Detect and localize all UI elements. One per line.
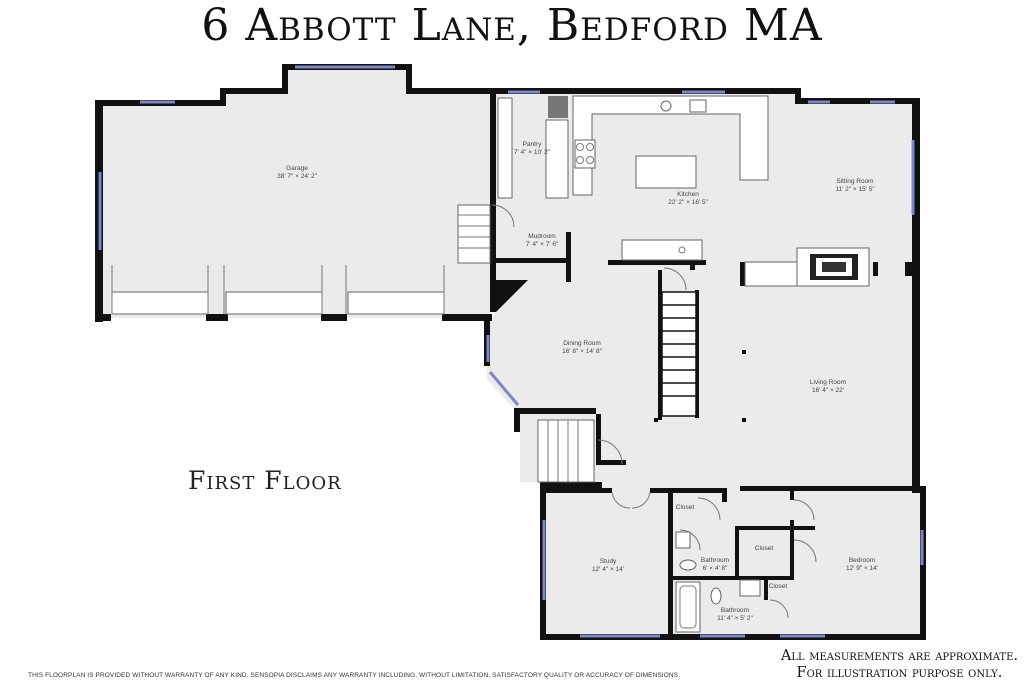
floor-fill xyxy=(100,68,920,635)
measurement-note: All measurements are approximate. For il… xyxy=(781,648,1018,682)
room-name-dining-room: Dining Room xyxy=(563,340,601,347)
floor-label: First Floor xyxy=(188,466,342,495)
garage-windows xyxy=(98,65,395,250)
room-dims-bathroom: 6' × 4' 8" xyxy=(703,565,729,572)
room-name-bathroom: Bathroom xyxy=(701,557,729,564)
room-name-living-room: Living Room xyxy=(810,379,846,386)
room-dims-bathroom: 11' 4" × 5' 2" xyxy=(717,615,753,622)
room-name-pantry: Pantry xyxy=(523,141,543,148)
room-dims-kitchen: 22' 2" × 16' 5" xyxy=(668,199,708,206)
column-posts xyxy=(654,350,746,422)
room-dims-pantry: 7' 4" × 10' 2" xyxy=(514,149,551,156)
room-name-closet: Closet xyxy=(676,504,695,511)
house-windows xyxy=(486,90,924,638)
room-name-study: Study xyxy=(600,558,617,565)
stairs xyxy=(457,204,697,483)
kitchen-fixtures xyxy=(497,95,802,287)
door-swings xyxy=(491,204,817,619)
room-labels: Garage 38' 7" × 24' 2" Pantry 7' 4" × 10… xyxy=(277,141,878,622)
disclaimer-text: THIS FLOORPLAN IS PROVIDED WITHOUT WARRA… xyxy=(28,672,680,679)
room-name-bedroom: Bedroom xyxy=(849,557,875,564)
room-dims-living-room: 16' 4" × 22' xyxy=(812,387,844,394)
fireplace xyxy=(796,247,913,287)
room-dims-bedroom: 12' 9" × 14' xyxy=(846,565,878,572)
room-name-closet: Closet xyxy=(755,545,774,552)
room-name-closet: Closet xyxy=(769,583,788,590)
measurement-note-line: For illustration purpose only. xyxy=(796,665,1003,681)
room-dims-garage: 38' 7" × 24' 2" xyxy=(277,173,317,180)
room-name-sitting-room: Sitting Room xyxy=(836,178,873,185)
room-name-garage: Garage xyxy=(286,165,308,172)
room-dims-dining-room: 16' 8" × 14' 8" xyxy=(562,348,602,355)
room-dims-sitting-room: 11' 2" × 15' 5" xyxy=(835,186,875,193)
room-name-mudroom: Mudroom xyxy=(528,233,555,240)
room-name-kitchen: Kitchen xyxy=(677,191,699,198)
garage-doors xyxy=(111,265,445,315)
measurement-note-line: All measurements are approximate. xyxy=(780,648,1018,664)
room-name-bathroom: Bathroom xyxy=(721,607,749,614)
room-dims-study: 12' 4" × 14' xyxy=(592,566,624,573)
room-dims-mudroom: 7' 4" × 7' 6" xyxy=(526,241,559,248)
page-title: 6 Abbott Lane, Bedford MA xyxy=(201,0,823,51)
bathroom-fixtures xyxy=(675,531,761,633)
interior-walls xyxy=(490,94,920,638)
